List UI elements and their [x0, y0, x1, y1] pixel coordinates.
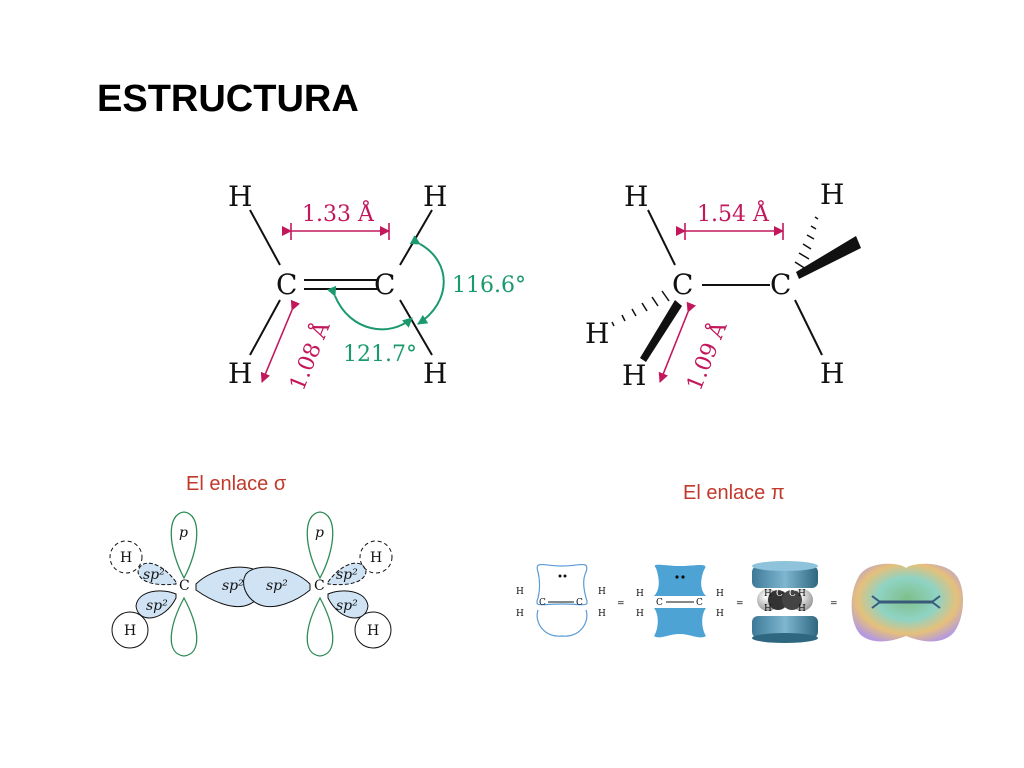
- ethylene-structure: H H H H C C 1.33 Å 1.08 Å 116.6° 121.7°: [228, 180, 526, 394]
- p-orbital-lobe: [306, 596, 334, 657]
- sp2-orbital-label: sp²: [222, 578, 244, 594]
- carbon-atom: C: [696, 598, 703, 608]
- p-orbital-label: p: [315, 525, 324, 541]
- ch-bond: [249, 209, 281, 266]
- ch-bond-length: 1.09 Å: [680, 316, 733, 394]
- sp2-orbital-label: sp²: [146, 598, 168, 614]
- pi-bond-caption: El enlace π: [683, 482, 785, 504]
- carbon-atom: C: [776, 589, 783, 599]
- carbon-atom: C: [789, 589, 796, 599]
- cc-bond-length: 1.33 Å: [302, 199, 375, 227]
- hch-angle-value: 116.6°: [452, 273, 526, 298]
- sp2-orbital-label: sp²: [143, 567, 165, 583]
- page-title: ESTRUCTURA: [97, 78, 359, 120]
- hydrogen-atom: H: [798, 589, 806, 599]
- carbon-atom: C: [770, 268, 791, 301]
- ch-length-arrow: [658, 301, 696, 383]
- ch-bond-length: 1.08 Å: [283, 316, 336, 394]
- hydrogen-atom: H: [636, 609, 644, 619]
- hydrogen-atom: H: [764, 589, 772, 599]
- p-orbital-label: p: [179, 525, 188, 541]
- carbon-atom: C: [314, 578, 325, 594]
- carbon-atom: C: [672, 268, 693, 301]
- hydrogen-orbital-behind: [359, 540, 393, 574]
- hydrogen-atom: H: [516, 587, 524, 597]
- sigma-bond-caption: El enlace σ: [186, 473, 287, 495]
- pi-cloud-outline-model: C C H H H H: [516, 563, 606, 637]
- p-orbital-lobe: [170, 596, 198, 657]
- hydrogen-atom: H: [120, 550, 132, 566]
- hch-angle-arc: [409, 235, 445, 325]
- equals-sign: =: [617, 599, 625, 609]
- hydrogen-atom: H: [598, 587, 606, 597]
- sigma-bond-orbitals: p p sp² sp² C C sp² H sp² H sp² H sp² H: [109, 511, 393, 657]
- equals-sign: =: [736, 599, 744, 609]
- carbon-atom: C: [179, 578, 190, 594]
- sp2-orbital-lobe: [135, 590, 177, 619]
- p-orbital-lobe: [306, 511, 334, 580]
- space-filling-model: H H H H C C: [752, 561, 818, 643]
- sp2-orbital-label: sp²: [336, 598, 358, 614]
- sp2-orbital-label: sp²: [336, 567, 358, 583]
- hydrogen-atom: H: [820, 357, 844, 390]
- hydrogen-atom: H: [423, 180, 447, 213]
- hydrogen-atom: H: [716, 589, 724, 599]
- hydrogen-atom: H: [228, 180, 252, 213]
- hydrogen-atom: H: [598, 609, 606, 619]
- carbon-atom: C: [539, 598, 546, 608]
- pi-cloud-filled-model: C C H H H H: [636, 564, 724, 638]
- sp2-orbital-lobe: [327, 590, 369, 619]
- sp2-orbital-lobe: [243, 566, 311, 608]
- hydrogen-atom: H: [370, 550, 382, 566]
- cc-bond-length: 1.54 Å: [697, 199, 770, 227]
- carbon-atom: C: [656, 598, 663, 608]
- sp2-orbital-lobe: [137, 562, 177, 586]
- hcc-angle-arc: [326, 285, 413, 331]
- hydrogen-orbital: [354, 611, 392, 649]
- ch-length-arrow: [260, 299, 301, 383]
- hydrogen-atom: H: [820, 178, 844, 211]
- hydrogen-atom: H: [228, 357, 252, 390]
- pi-bond-models: C C H H H H = C C H H H H =: [516, 561, 964, 643]
- ethane-structure: H H H H H C C 1.54 Å 1.09 Å: [585, 178, 861, 394]
- sp2-orbital-label: sp²: [266, 578, 288, 594]
- hydrogen-orbital-behind: [109, 540, 143, 574]
- hydrogen-atom: H: [585, 317, 609, 350]
- carbon-atom: C: [374, 268, 395, 301]
- electrostatic-potential-map: [851, 563, 964, 642]
- hydrogen-atom: H: [636, 589, 644, 599]
- carbon-atom: C: [276, 268, 297, 301]
- hydrogen-atom: H: [716, 609, 724, 619]
- hydrogen-atom: H: [516, 609, 524, 619]
- hydrogen-atom: H: [624, 180, 648, 213]
- hydrogen-atom: H: [622, 359, 646, 392]
- hydrogen-atom: H: [367, 623, 379, 639]
- hashed-bond: [611, 290, 670, 327]
- hydrogen-atom: H: [798, 604, 806, 614]
- ch-bond: [249, 299, 281, 356]
- hydrogen-atom: H: [124, 623, 136, 639]
- ch-bond: [647, 209, 676, 266]
- hydrogen-atom: H: [764, 604, 772, 614]
- carbon-atom: C: [576, 598, 583, 608]
- sp2-orbital-lobe: [327, 562, 367, 586]
- p-orbital-lobe: [170, 511, 198, 580]
- ch-bond: [399, 209, 433, 266]
- ch-bond: [794, 299, 823, 356]
- wedge-bond: [796, 236, 861, 279]
- hydrogen-orbital: [111, 611, 149, 649]
- equals-sign: =: [830, 599, 838, 609]
- hcc-angle-value: 121.7°: [343, 342, 417, 367]
- hydrogen-atom: H: [423, 357, 447, 390]
